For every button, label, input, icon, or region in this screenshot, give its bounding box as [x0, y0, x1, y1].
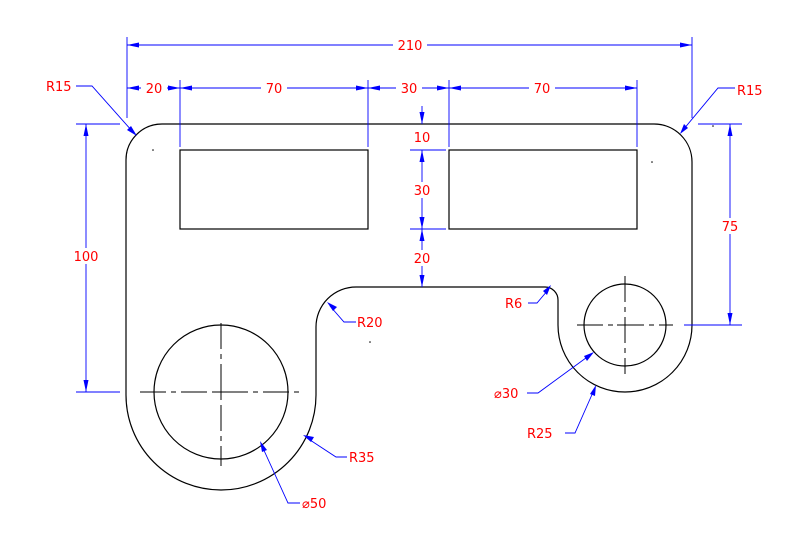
arrow-mid-4: [419, 229, 425, 241]
arrow-overall-left: [127, 42, 139, 48]
label-right-boss-radius: R25: [527, 427, 553, 442]
label-fillet-inner: R20: [357, 316, 383, 331]
label-left-boss-radius: R35: [349, 451, 375, 466]
leader-r6: [528, 289, 549, 304]
label-left-offset: 20: [146, 82, 163, 97]
arrow-right-top: [727, 124, 733, 136]
arrow-r15-left: [127, 126, 137, 136]
leader-d50-left: [261, 445, 300, 504]
dimension-labels: 210 20 70 30 70 R15 R15 100 75 10 30 20 …: [46, 37, 763, 512]
leader-r20: [329, 305, 356, 323]
arrow-mid-1: [419, 112, 425, 124]
label-right-hole-diameter: ⌀30: [494, 387, 518, 402]
dimension-lines: [76, 37, 742, 504]
arrow-overall-right: [680, 42, 692, 48]
center-lines: [140, 125, 714, 466]
label-ledge-offset: 20: [414, 252, 431, 267]
label-slot-height: 30: [414, 184, 431, 199]
arrow-r15-right: [680, 124, 688, 134]
leader-r15-right: [682, 87, 735, 131]
label-slot-top-offset: 10: [414, 131, 431, 146]
arrow-chain-7: [449, 85, 461, 91]
stray-point-4: [712, 125, 714, 127]
leader-r15-left: [76, 85, 134, 133]
label-slot-left-width: 70: [266, 82, 283, 97]
arrow-r25-right: [590, 385, 596, 396]
label-r15-left: R15: [46, 80, 72, 95]
stray-point-3: [369, 341, 371, 343]
part-outline: [125, 123, 693, 491]
arrow-d30-right: [584, 352, 594, 361]
left-slot: [179, 149, 369, 230]
arrow-chain-1: [127, 85, 139, 91]
arrow-chain-6: [437, 85, 449, 91]
arrow-r6: [543, 285, 551, 295]
label-r15-right: R15: [737, 84, 763, 99]
arrow-chain-5: [368, 85, 380, 91]
label-overall-width: 210: [398, 39, 423, 54]
arrow-chain-3: [180, 85, 192, 91]
arrow-mid-5: [419, 275, 425, 287]
arrow-height-top: [83, 124, 89, 136]
leader-r35: [306, 437, 347, 458]
leader-r25-right: [565, 389, 595, 434]
arrow-height-bottom: [83, 380, 89, 392]
outer-contour: [125, 123, 693, 491]
stray-point-1: [152, 149, 154, 151]
arrow-chain-2: [168, 85, 180, 91]
arrow-d50-left: [260, 441, 267, 452]
leader-d30-right: [527, 354, 591, 394]
arrow-mid-2: [419, 150, 425, 162]
label-right-height: 75: [722, 220, 739, 235]
right-slot: [448, 149, 638, 230]
arrow-r35: [303, 435, 314, 442]
stray-point-2: [651, 161, 653, 163]
label-slot-gap: 30: [401, 82, 418, 97]
label-fillet-small: R6: [505, 297, 522, 312]
label-overall-height: 100: [74, 250, 99, 265]
arrow-r20: [327, 302, 337, 311]
arrow-chain-8: [625, 85, 637, 91]
arrow-mid-3: [419, 217, 425, 229]
arrow-right-bottom: [727, 313, 733, 325]
label-left-hole-diameter: ⌀50: [302, 497, 326, 512]
label-slot-right-width: 70: [534, 82, 551, 97]
arrow-chain-4: [356, 85, 368, 91]
